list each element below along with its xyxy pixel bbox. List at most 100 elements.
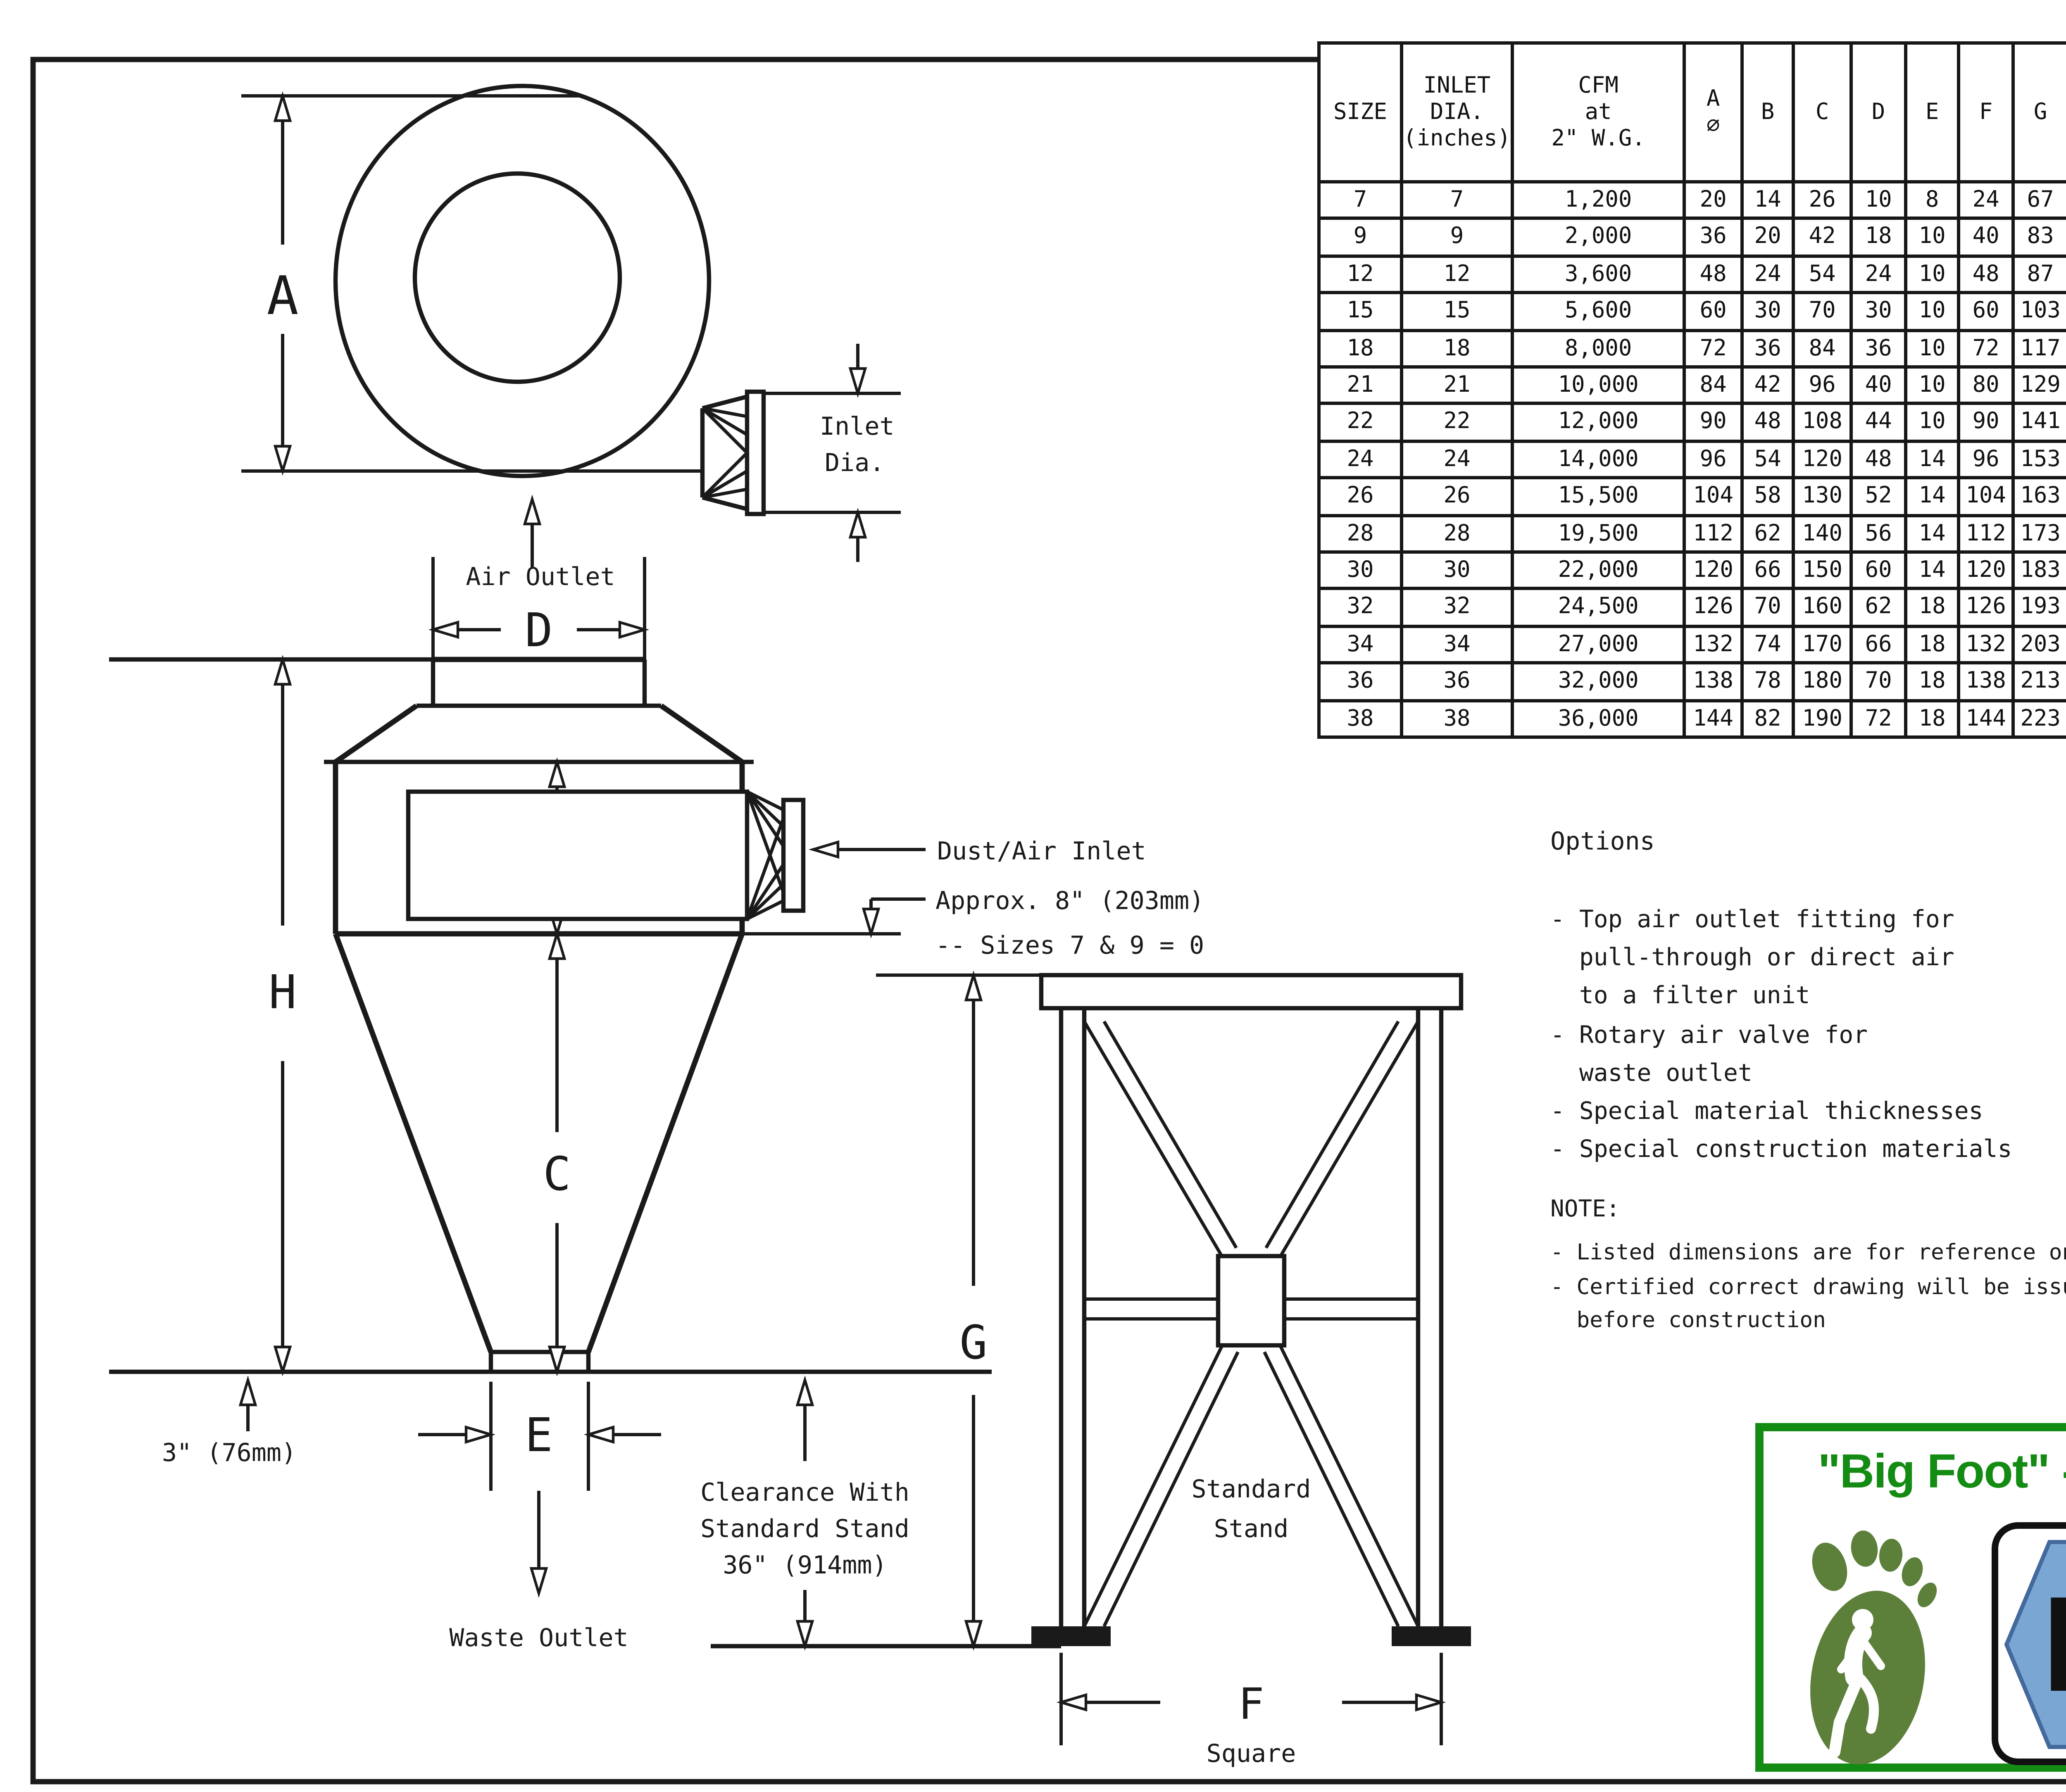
- table-cell: 160: [1792, 587, 1853, 628]
- table-cell: 15,500: [1511, 476, 1686, 517]
- standard-stand-label-line2: Stand: [1214, 1514, 1289, 1543]
- table-cell: 18: [1904, 587, 1961, 628]
- table-cell: 21: [1317, 365, 1403, 406]
- table-cell: 15: [1400, 291, 1514, 332]
- table-cell: 26: [1400, 476, 1514, 517]
- col-header-e: E: [1904, 41, 1961, 183]
- table-cell: 138: [1683, 662, 1744, 702]
- table-cell: 18: [1904, 698, 1961, 739]
- table-cell: 36: [1400, 662, 1514, 702]
- table-cell: 20: [1683, 180, 1744, 221]
- header-text: 2" W.G.: [1551, 126, 1645, 152]
- table-cell: 132: [1957, 624, 2015, 665]
- dim-label-e: E: [525, 1409, 552, 1462]
- table-cell: 67: [2011, 180, 2066, 221]
- table-cell: 62: [1740, 513, 1795, 554]
- table-cell: 9: [1317, 217, 1403, 258]
- table-cell: 24: [1400, 439, 1514, 480]
- table-cell: 36: [1683, 217, 1744, 258]
- text-line: pull-through or direct air: [1550, 945, 1954, 972]
- table-cell: 18: [1904, 624, 1961, 665]
- table-row: 262615,5001045813052141041632021,4801,12…: [1317, 476, 2066, 517]
- table-cell: 84: [1683, 365, 1744, 406]
- table-cell: 10: [1904, 365, 1961, 406]
- table-cell: 56: [1849, 513, 1908, 554]
- options-list: - Top air outlet fitting for pull-throug…: [1550, 902, 2012, 1171]
- header-text: DIA.: [1430, 99, 1484, 126]
- table-cell: 70: [1792, 291, 1853, 332]
- table-cell: 36: [1740, 328, 1795, 369]
- table-cell: 66: [1740, 550, 1795, 591]
- table-cell: 203: [2011, 624, 2066, 665]
- text-line: waste outlet: [1550, 1061, 1752, 1088]
- table-cell: 10: [1904, 254, 1961, 295]
- page-border: [30, 57, 2066, 1785]
- table-cell: 112: [1957, 513, 2015, 554]
- table-cell: 24: [1957, 180, 2015, 221]
- table-cell: 14: [1740, 180, 1795, 221]
- table-cell: 48: [1849, 439, 1908, 480]
- table-cell: 183: [2011, 550, 2066, 591]
- table-row: 383836,0001448219072181442232883,5601,78…: [1317, 698, 2066, 739]
- table-cell: 141: [2011, 402, 2066, 443]
- table-cell: 42: [1740, 365, 1795, 406]
- table-cell: 62: [1849, 587, 1908, 628]
- table-cell: 87: [2011, 254, 2066, 295]
- table-cell: 14: [1904, 476, 1961, 517]
- table-cell: 20: [1740, 217, 1795, 258]
- table-cell: 32: [1400, 587, 1514, 628]
- clearance-label-line2: Standard Stand: [700, 1514, 909, 1543]
- spec-table-wrap: SIZE INLET DIA. (inches) CFM at 2" W.G. …: [1317, 41, 2066, 739]
- table-cell: 36,000: [1511, 698, 1686, 739]
- text-line: - Special material thicknesses: [1550, 1099, 1983, 1126]
- table-cell: 10: [1904, 402, 1961, 443]
- table-cell: 42: [1792, 217, 1853, 258]
- table-cell: 36: [1849, 328, 1908, 369]
- table-cell: 24: [1740, 254, 1795, 295]
- table-cell: 126: [1683, 587, 1744, 628]
- table-cell: 170: [1792, 624, 1853, 665]
- table-row: 323224,5001267016062181261932451,8801,36…: [1317, 587, 2066, 628]
- cyclone-top-view: A Inlet Dia.: [241, 83, 901, 569]
- waste-outlet-label: Waste Outlet: [449, 1623, 628, 1652]
- table-cell: 24,500: [1511, 587, 1686, 628]
- table-cell: 40: [1849, 365, 1908, 406]
- table-cell: 8,000: [1511, 328, 1686, 369]
- header-text: INLET: [1423, 73, 1491, 99]
- table-cell: 129: [2011, 365, 2066, 406]
- note-title: NOTE:: [1550, 1197, 1620, 1223]
- table-cell: 140: [1792, 513, 1853, 554]
- table-cell: 18: [1400, 328, 1514, 369]
- text-line: - Special construction materials: [1550, 1137, 2012, 1164]
- table-cell: 60: [1683, 291, 1744, 332]
- options-title: Options: [1550, 826, 1655, 856]
- table-cell: 150: [1792, 550, 1853, 591]
- table-cell: 38: [1400, 698, 1514, 739]
- table-cell: 138: [1957, 662, 2015, 702]
- text-line: - Listed dimensions are for reference on…: [1550, 1241, 2066, 1266]
- table-cell: 19,500: [1511, 513, 1686, 554]
- kraemer-logo-card: K KRAEMER Manufacturing 1-800-443-6443 w…: [1992, 1522, 2066, 1765]
- table-cell: 78: [1740, 662, 1795, 702]
- table-cell: 24: [1317, 439, 1403, 480]
- air-outlet-label: Air Outlet: [466, 562, 615, 591]
- table-cell: 130: [1792, 476, 1853, 517]
- table-cell: 18: [1317, 328, 1403, 369]
- table-row: 303022,0001206615060141201832301,6901,25…: [1317, 550, 2066, 591]
- table-cell: 10: [1904, 291, 1961, 332]
- col-header-c: C: [1792, 41, 1853, 183]
- table-cell: 54: [1740, 439, 1795, 480]
- table-cell: 15: [1317, 291, 1403, 332]
- table-cell: 153: [2011, 439, 2066, 480]
- table-cell: 32: [1317, 587, 1403, 628]
- dim-label-d: D: [525, 604, 552, 657]
- dimension-table: SIZE INLET DIA. (inches) CFM at 2" W.G. …: [1317, 41, 2066, 739]
- table-cell: 90: [1683, 402, 1744, 443]
- table-cell: 96: [1683, 439, 1744, 480]
- table-cell: 8: [1904, 180, 1961, 221]
- table-cell: 7: [1400, 180, 1514, 221]
- col-header-size: SIZE: [1317, 41, 1403, 183]
- diameter-symbol: ∅: [1706, 112, 1720, 139]
